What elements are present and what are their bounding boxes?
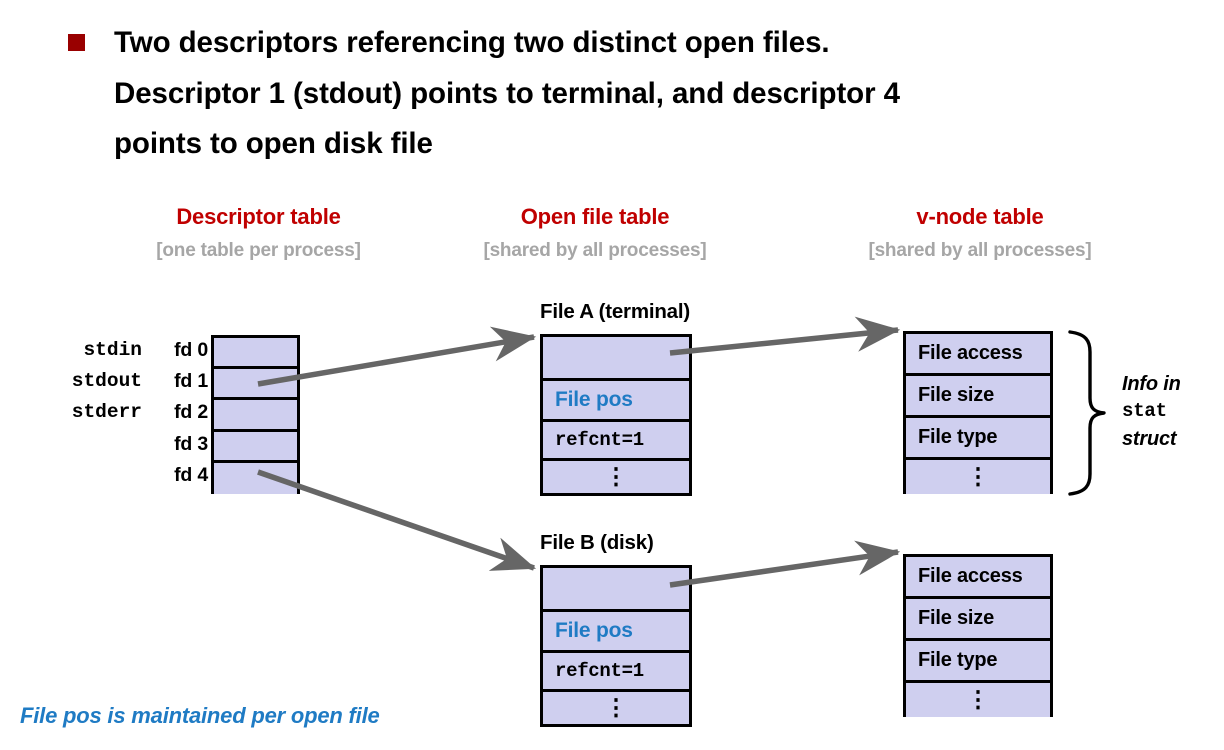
vnode-b-file-size-label: File size xyxy=(918,607,995,629)
open-file-a-row-filepos: File pos xyxy=(543,381,689,422)
open-file-a-row-refcnt: refcnt=1 xyxy=(543,422,689,461)
fd-label-2: fd 2 xyxy=(174,401,208,424)
slide-title-block: Two descriptors referencing two distinct… xyxy=(64,18,1174,170)
descriptor-table-row-fd4 xyxy=(214,462,297,494)
open-file-table-title: Open file table xyxy=(520,204,670,229)
stream-label-blank-4 xyxy=(30,460,142,491)
vnode-a-file-access-label: File access xyxy=(918,342,1023,364)
vnode-a-file-size-label: File size xyxy=(918,384,995,406)
open-file-entry-a: File pos refcnt=1 ⋮ xyxy=(540,334,692,496)
open-file-entry-b: File pos refcnt=1 ⋮ xyxy=(540,565,692,727)
vnode-table-subtitle: [shared by all processes] xyxy=(868,240,1092,261)
vnode-a-row-ellipsis: ⋮ xyxy=(906,460,1050,494)
vnode-b-row-file-size: File size xyxy=(906,599,1050,641)
open-file-a-row-ellipsis: ⋮ xyxy=(543,461,689,493)
page-title: Two descriptors referencing two distinct… xyxy=(114,26,900,161)
open-file-b-refcnt-label: refcnt=1 xyxy=(555,660,644,682)
stat-note-line-3: struct xyxy=(1122,428,1177,451)
stat-struct-brace xyxy=(1068,330,1106,496)
stream-label-stdin: stdin xyxy=(83,339,142,361)
fd-label-1: fd 1 xyxy=(174,370,208,393)
descriptor-table-subtitle: [one table per process] xyxy=(156,240,361,261)
vnode-b-row-ellipsis: ⋮ xyxy=(906,683,1050,717)
fd-label-0: fd 0 xyxy=(174,339,208,361)
stream-label-stdout: stdout xyxy=(71,370,142,393)
arrow-file-b-to-vnode-b xyxy=(669,540,901,588)
vnode-a-file-type-label: File type xyxy=(918,426,998,448)
open-file-b-row-blank xyxy=(543,568,689,612)
descriptor-table-title: Descriptor table xyxy=(176,204,341,229)
file-a-caption: File A (terminal) xyxy=(540,300,690,323)
vnode-entry-a: File access File size File type ⋮ xyxy=(903,331,1053,494)
open-file-table-subtitle: [shared by all processes] xyxy=(483,240,707,261)
arrow-file-a-to-vnode-a xyxy=(669,316,901,356)
stat-struct-note: Info in stat struct xyxy=(1122,370,1222,454)
vnode-b-file-type-label: File type xyxy=(918,649,998,671)
open-file-b-row-filepos: File pos xyxy=(543,612,689,653)
descriptor-table-row-fd3 xyxy=(214,431,297,463)
open-file-a-row-blank xyxy=(543,337,689,381)
vnode-a-row-file-access: File access xyxy=(906,334,1050,376)
vnode-b-row-file-type: File type xyxy=(906,641,1050,683)
stdio-stream-labels: stdin stdout stderr xyxy=(30,335,142,491)
stream-label-blank-3 xyxy=(30,429,142,460)
stat-note-line-2: stat xyxy=(1122,400,1167,423)
open-file-b-row-refcnt: refcnt=1 xyxy=(543,653,689,692)
file-b-caption: File B (disk) xyxy=(540,531,654,554)
descriptor-table-row-fd1 xyxy=(214,369,297,401)
fd-number-labels: fd 0 fd 1 fd 2 fd 3 fd 4 xyxy=(150,335,208,491)
vnode-b-row-file-access: File access xyxy=(906,557,1050,599)
open-file-b-filepos-label: File pos xyxy=(555,619,633,642)
descriptor-table-row-fd2 xyxy=(214,400,297,432)
column-heading-descriptor-table: Descriptor table [one table per process] xyxy=(96,204,421,261)
vnode-a-row-file-type: File type xyxy=(906,418,1050,460)
open-file-b-row-ellipsis: ⋮ xyxy=(543,692,689,724)
bullet-square-icon xyxy=(68,34,85,51)
bottom-note: File pos is maintained per open file xyxy=(20,703,380,728)
column-heading-open-file-table: Open file table [shared by all processes… xyxy=(430,204,760,261)
stream-label-stderr: stderr xyxy=(71,401,142,424)
vnode-a-row-file-size: File size xyxy=(906,376,1050,418)
fd-label-4: fd 4 xyxy=(174,463,208,486)
descriptor-table-row-fd0 xyxy=(214,338,297,370)
open-file-a-refcnt-label: refcnt=1 xyxy=(555,429,644,451)
vnode-table-title: v-node table xyxy=(916,204,1044,229)
column-heading-vnode-table: v-node table [shared by all processes] xyxy=(800,204,1160,261)
stat-note-line-1: Info in xyxy=(1122,373,1181,395)
fd-label-3: fd 3 xyxy=(174,432,208,455)
vnode-b-file-access-label: File access xyxy=(918,565,1023,587)
descriptor-table xyxy=(211,335,300,494)
open-file-a-filepos-label: File pos xyxy=(555,388,633,411)
vnode-entry-b: File access File size File type ⋮ xyxy=(903,554,1053,717)
